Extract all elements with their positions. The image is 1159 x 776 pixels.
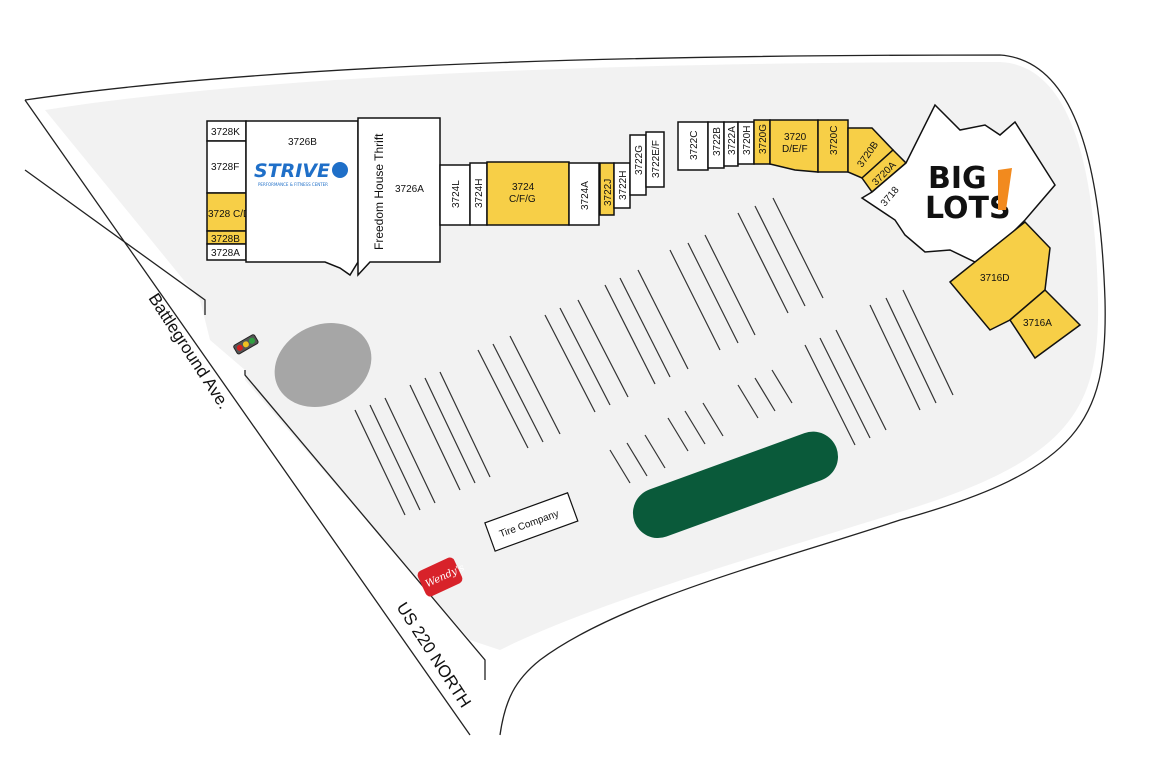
unit-3728A-label: 3728A xyxy=(211,248,240,259)
parking-row-2 xyxy=(477,335,561,449)
big-lots-logo: BIG LOTS xyxy=(925,161,1012,226)
green-island xyxy=(632,431,838,539)
road-edge-battleground-inner xyxy=(24,169,206,315)
unit-3722J-label: 3722J xyxy=(603,179,614,206)
parking-row-5 xyxy=(737,197,824,314)
unit-3720C-label: 3720C xyxy=(829,126,840,155)
unit-3720DEF-label-2: D/E/F xyxy=(782,144,808,155)
parking-row-6 xyxy=(609,369,793,484)
strive-logo-sub: PERFORMANCE & FITNESS CENTER xyxy=(258,182,328,187)
unit-3716D-label: 3716D xyxy=(980,273,1009,284)
unit-3716A[interactable] xyxy=(1009,288,1082,360)
parking-row-1 xyxy=(354,371,491,516)
unit-3726B-label: 3726B xyxy=(288,137,317,148)
unit-3724A-label: 3724A xyxy=(580,181,591,210)
strive-logo: STRIVE PERFORMANCE & FITNESS CENTER xyxy=(254,160,348,187)
parking-stripes xyxy=(354,197,954,516)
unit-3726A-label: 3726A xyxy=(395,184,424,195)
unit-3722EF-label: 3722E/F xyxy=(651,140,662,178)
unit-3724H-label: 3724H xyxy=(474,179,485,208)
gray-island xyxy=(274,323,372,407)
unit-3718[interactable] xyxy=(860,103,1056,263)
freedom-house-thrift-label: Freedom House Thrift xyxy=(372,133,386,250)
wendys-logo: Wendy's xyxy=(417,557,466,597)
unit-3720H-label: 3720H xyxy=(742,126,753,155)
unit-3724L[interactable] xyxy=(439,164,471,226)
unit-3720DEF[interactable] xyxy=(769,119,819,173)
road-edge-battleground-outer xyxy=(24,99,471,736)
road-edge-us220-inner xyxy=(244,370,486,680)
big-lots-bang-icon xyxy=(998,168,1012,210)
unit-3728K-label: 3728K xyxy=(211,127,240,138)
unit-3728CD-label: 3728 C/D xyxy=(208,209,250,220)
big-lots-text-1: BIG xyxy=(928,161,987,196)
unit-3716A-label: 3716A xyxy=(1023,318,1052,329)
unit-3722B-label: 3722B xyxy=(712,127,723,156)
unit-3722G-label: 3722G xyxy=(634,145,645,175)
building-east: 3718 BIG LOTS 3716D 3716A xyxy=(860,103,1082,360)
strive-ball-icon xyxy=(332,162,348,178)
big-lots-text-2: LOTS xyxy=(925,191,1011,226)
unit-3722A-label: 3722A xyxy=(727,126,738,155)
parking-row-7 xyxy=(804,289,954,446)
unit-3728CD[interactable] xyxy=(206,192,247,232)
traffic-light-icon xyxy=(233,334,259,355)
unit-3720DEF-label-1: 3720 xyxy=(784,132,807,143)
property-boundary xyxy=(24,54,1106,736)
building-center: 3724L 3724H 3724 C/F/G 3724A 3722J 3722H… xyxy=(439,119,908,226)
unit-3724CFG-label-2: C/F/G xyxy=(509,194,536,205)
unit-3724CFG-label-1: 3724 xyxy=(512,182,535,193)
unit-3720G-label: 3720G xyxy=(758,124,769,154)
parking-row-3 xyxy=(544,269,689,413)
building-west: 3728K 3728F 3728 C/D 3728B 3728A 3726B S… xyxy=(206,117,441,277)
unit-3724A[interactable] xyxy=(568,162,600,226)
strive-logo-text: STRIVE xyxy=(254,160,330,182)
unit-3722C-label: 3722C xyxy=(689,131,700,160)
unit-3722H-label: 3722H xyxy=(618,171,629,200)
parking-row-4 xyxy=(669,234,756,351)
unit-3724L-label: 3724L xyxy=(451,180,462,208)
unit-3722C[interactable] xyxy=(677,121,709,171)
unit-3722EF[interactable] xyxy=(645,131,665,188)
unit-3726A[interactable] xyxy=(357,117,441,277)
unit-3728B-label: 3728B xyxy=(211,234,240,245)
unit-3728F-label: 3728F xyxy=(211,162,239,173)
